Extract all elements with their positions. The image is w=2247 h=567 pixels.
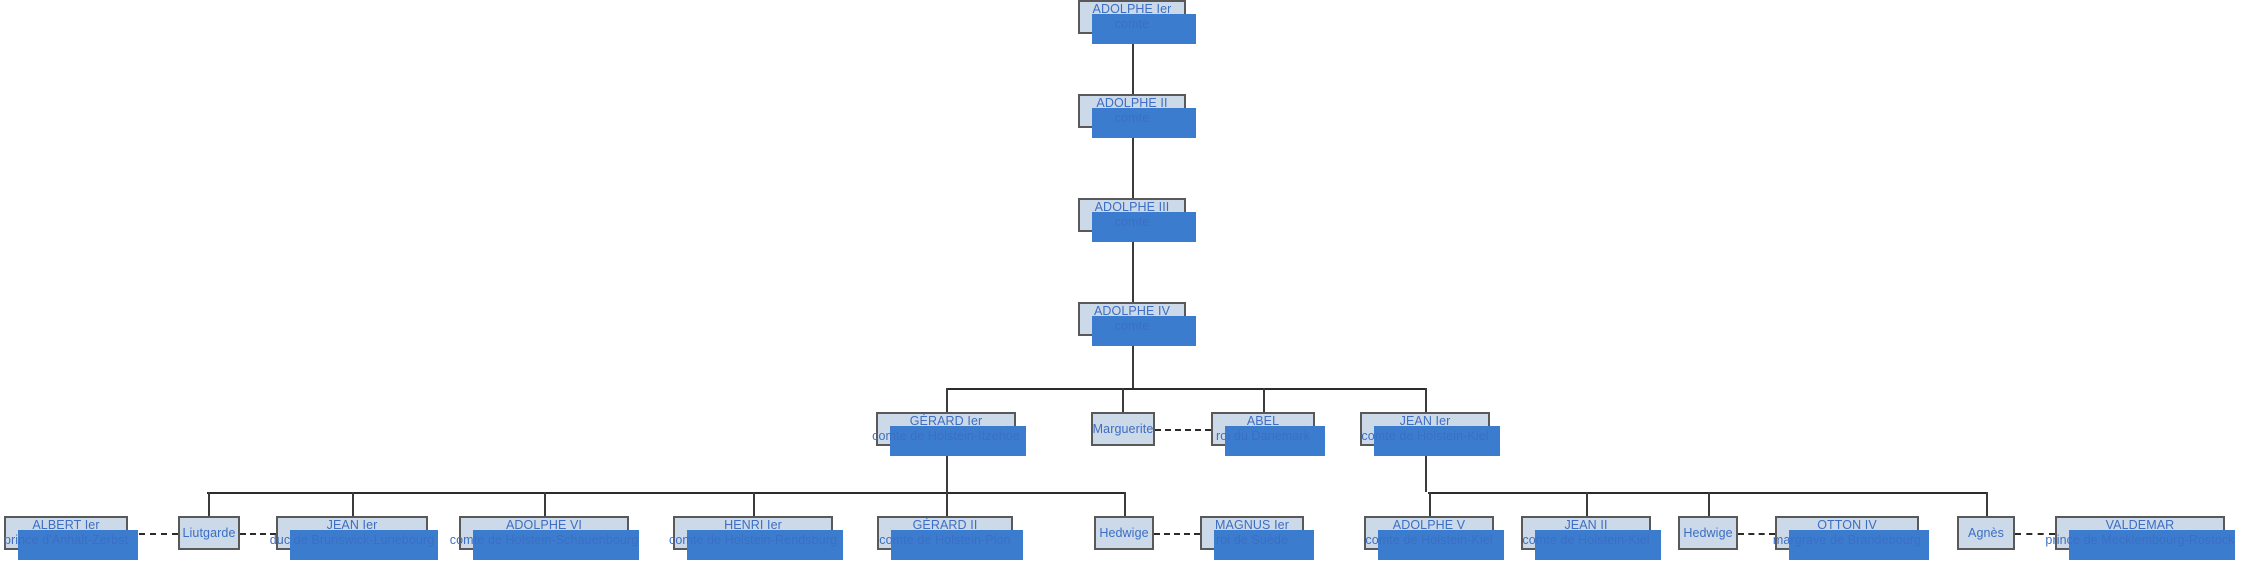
- person-name: Liutgarde: [182, 525, 236, 540]
- bar-to-marguerite: [1122, 388, 1124, 412]
- person-title: comte de Holstein-Kiel: [1522, 533, 1650, 547]
- adolphe1-to-adolphe2: [1132, 34, 1134, 94]
- hedwige1-magnus1-marriage-line: [1154, 533, 1200, 535]
- person-name: HENRI Ier: [724, 518, 782, 532]
- childbar-to-gerard2: [946, 492, 948, 516]
- adolphe2-to-adolphe3: [1132, 128, 1134, 198]
- person-title: duc de Brunswick-Lunebourg: [269, 533, 435, 547]
- person-node-hedwige1[interactable]: Hedwige: [1094, 516, 1154, 550]
- person-name: ADOLPHE II: [1096, 96, 1168, 110]
- person-title: comte de Holstein-Rendsburg: [668, 533, 838, 547]
- person-name: GÉRARD Ier: [909, 414, 983, 428]
- childbar-to-hedwige1: [1124, 492, 1126, 516]
- adolphe3-to-adolphe4: [1132, 232, 1134, 302]
- hedwige2-otton4-marriage-line: [1738, 533, 1775, 535]
- person-name: ADOLPHE Ier: [1092, 2, 1172, 16]
- person-name: ALBERT Ier: [32, 518, 100, 532]
- person-name: Marguerite: [1092, 421, 1154, 436]
- person-title: comte de Holstein-Kiel: [1361, 429, 1489, 443]
- adolphe4-to-sibling-bar: [1132, 336, 1134, 388]
- person-node-marguerite[interactable]: Marguerite: [1091, 412, 1155, 446]
- person-title: margrave de Brandebourg: [1772, 533, 1922, 547]
- jean1kiel-children-bar: [1428, 492, 1987, 494]
- person-title: comte: [1114, 17, 1150, 31]
- person-name: MAGNUS Ier: [1215, 518, 1289, 532]
- childbar2-to-adolphe5: [1429, 492, 1431, 516]
- agnes-valdemar-marriage-line: [2015, 533, 2055, 535]
- person-title: roi du Danemark: [1216, 429, 1310, 443]
- person-title: comte: [1114, 111, 1150, 125]
- childbar-to-henri1: [753, 492, 755, 516]
- jean1kiel-to-children-bar: [1425, 446, 1427, 492]
- person-name: ADOLPHE IV: [1093, 304, 1171, 318]
- person-node-agnes[interactable]: Agnès: [1957, 516, 2015, 550]
- childbar2-to-agnes: [1986, 492, 1988, 516]
- gerard1-to-children-bar: [946, 446, 948, 492]
- childbar-to-liutgarde: [208, 492, 210, 516]
- person-name: OTTON IV: [1817, 518, 1877, 532]
- bar-to-gerard1: [946, 388, 948, 412]
- person-title: prince d'Anhalt-Zerbst: [3, 533, 129, 547]
- childbar2-to-jean2: [1586, 492, 1588, 516]
- person-name: ABEL: [1246, 414, 1280, 428]
- person-title: comte de Holstein-Kiel: [1365, 533, 1493, 547]
- gerard1-children-bar: [207, 492, 1125, 494]
- person-node-liutgarde[interactable]: Liutgarde: [178, 516, 240, 550]
- childbar-to-jean1brunswick: [352, 492, 354, 516]
- person-name: ADOLPHE VI: [505, 518, 583, 532]
- person-name: ADOLPHE III: [1094, 200, 1170, 214]
- bar-to-abel: [1263, 388, 1265, 412]
- adolphe4-children-bar: [946, 388, 1427, 390]
- person-name: JEAN Ier: [1399, 414, 1451, 428]
- albert1-liutgarde-marriage-line: [128, 533, 178, 535]
- person-name: Hedwige: [1099, 525, 1149, 540]
- person-name: ADOLPHE V: [1392, 518, 1466, 532]
- person-title: comte de Holstein-Schauenbourg: [449, 533, 639, 547]
- person-name: Hedwige: [1683, 525, 1733, 540]
- childbar-to-adolphe6: [544, 492, 546, 516]
- person-name: JEAN Ier: [326, 518, 378, 532]
- childbar2-to-hedwige2: [1708, 492, 1710, 516]
- bar-to-jean1kiel: [1425, 388, 1427, 412]
- person-node-hedwige2[interactable]: Hedwige: [1678, 516, 1738, 550]
- person-title: roi de Suède: [1215, 533, 1289, 547]
- person-title: prince de Mecklembourg-Rostock: [2045, 533, 2235, 547]
- person-name: VALDEMAR: [2105, 518, 2175, 532]
- person-name: GÉRARD II: [912, 518, 978, 532]
- person-title: comte: [1114, 215, 1150, 229]
- person-title: comte: [1114, 319, 1150, 333]
- person-name: Agnès: [1968, 525, 2004, 540]
- liutgarde-jean1brunswick-marriage-line: [240, 533, 276, 535]
- person-title: comte de Holstein-Itzehoe: [872, 429, 1020, 443]
- marguerite-abel-marriage-line: [1155, 429, 1211, 431]
- person-title: comte de Holstein-Plon: [879, 533, 1011, 547]
- person-name: JEAN II: [1564, 518, 1608, 532]
